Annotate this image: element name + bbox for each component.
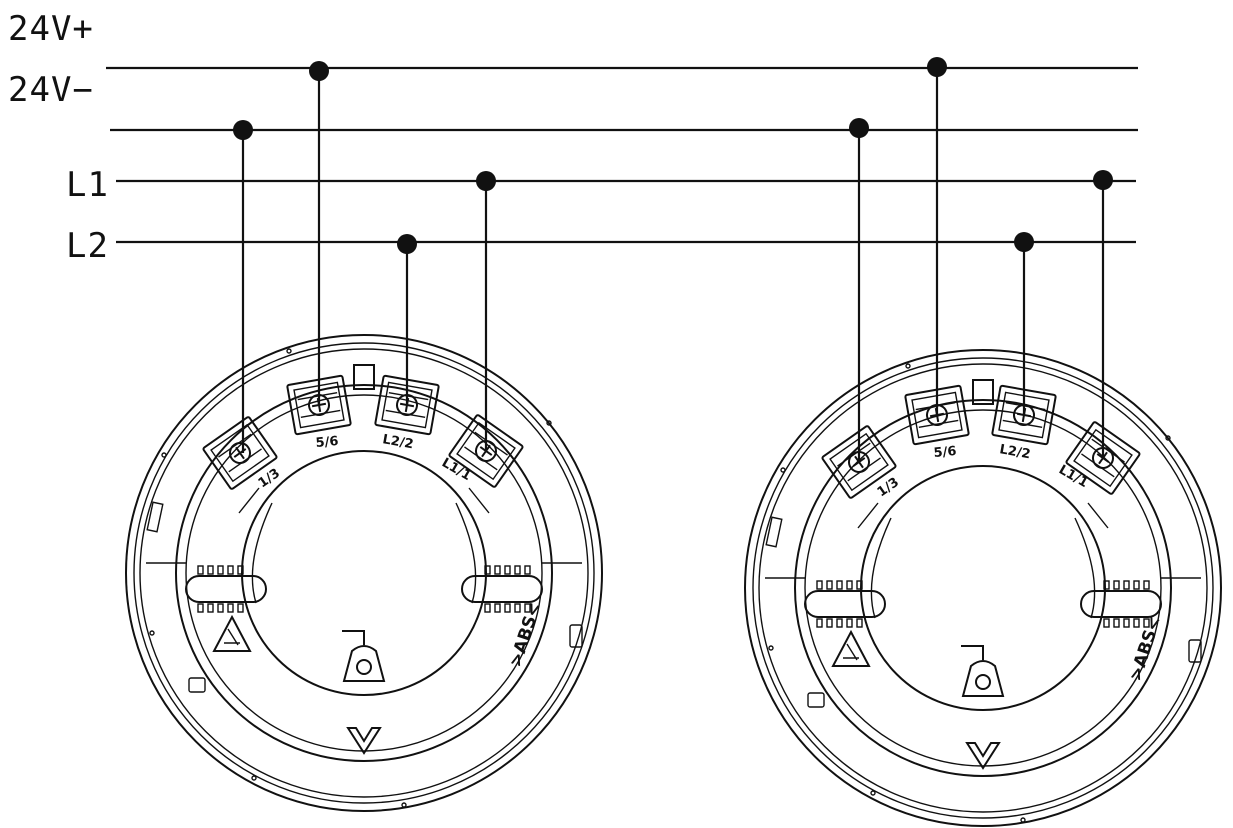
terminal-label: L2/2 [381,432,414,452]
abs-marking: >ABS< [506,600,546,670]
terminal-label: 5/6 [315,434,339,451]
junction-dot [1093,170,1113,190]
junction-dots [233,57,1113,254]
junction-dot [849,118,869,138]
terminal-right-3: L2/2 [991,384,1057,462]
wire-label-l2: L2 [66,226,109,266]
junction-dot [476,171,496,191]
terminal-right-2: 5/6 [904,384,970,461]
wire-label-24v-plus: 24V+ [8,9,94,49]
wire-label-l1: L1 [66,165,109,205]
terminal-label: L2/2 [998,442,1031,462]
junction-dot [1014,232,1034,252]
junction-dot [309,61,329,81]
wire-label-24v-minus: 24V− [8,70,94,110]
junction-dot [927,57,947,77]
detector-base-left: 1/3 5/6 L2/2 L1/1 >ABS< [125,334,603,812]
detector-base-right: 1/3 5/6 L2/2 L1/1 >ABS< [744,349,1222,827]
junction-dot [233,120,253,140]
terminal-left-3: L2/2 [374,374,440,452]
junction-dot [397,234,417,254]
abs-marking: >ABS< [1126,614,1166,684]
drop-wires [241,67,1105,462]
terminal-left-2: 5/6 [286,374,352,451]
terminal-label: 5/6 [933,444,957,461]
